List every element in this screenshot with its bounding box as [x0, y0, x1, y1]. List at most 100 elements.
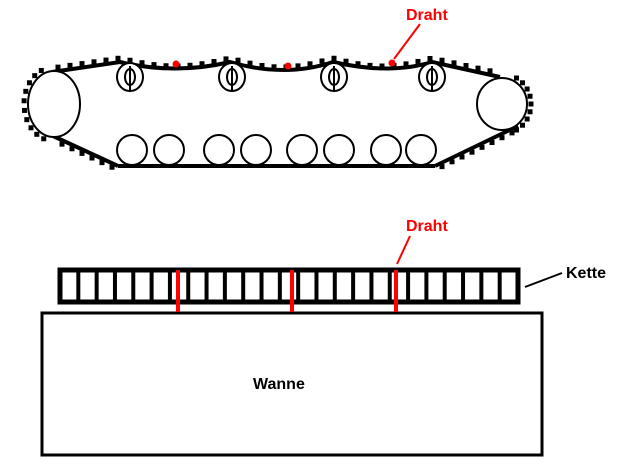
- track-tooth: [295, 63, 301, 69]
- track-tooth: [21, 98, 27, 104]
- track-lower-run-left: [52, 134, 119, 168]
- track-tooth: [247, 60, 253, 66]
- track-tooth: [67, 62, 73, 68]
- wire: [176, 270, 180, 312]
- track-upper-run: [51, 59, 501, 79]
- track-tooth: [451, 60, 457, 66]
- road-wheel: [153, 134, 185, 166]
- track-tooth: [79, 61, 85, 67]
- road-wheel: [240, 134, 272, 166]
- road-wheels: [116, 134, 437, 166]
- return-rollers: [116, 62, 446, 92]
- track-tooth: [79, 150, 85, 156]
- track-tooth: [527, 109, 533, 115]
- track-tooth: [28, 125, 34, 131]
- track-tooth: [520, 122, 526, 128]
- chain-label-leader: [524, 272, 563, 288]
- track-tooth: [463, 63, 469, 68]
- track-tooth: [55, 64, 61, 70]
- track-tooth: [427, 56, 433, 62]
- road-wheel: [370, 134, 402, 166]
- track-tooth: [89, 155, 95, 161]
- track-tooth: [524, 86, 530, 92]
- track-tooth: [514, 127, 519, 133]
- track-tooth: [524, 116, 530, 122]
- track-tooth: [115, 55, 121, 61]
- track-tooth: [151, 62, 157, 68]
- wire: [394, 270, 398, 312]
- track-tooth: [163, 63, 169, 69]
- track-tooth: [528, 101, 534, 107]
- track-tooth: [499, 135, 505, 141]
- track-tooth: [439, 164, 445, 170]
- road-wheel: [203, 134, 235, 166]
- track-tooth: [487, 68, 493, 74]
- road-wheel: [286, 134, 318, 166]
- top-view: Wanne Draht Kette: [40, 218, 606, 457]
- track-tooth: [469, 149, 475, 155]
- track-tooth: [355, 61, 361, 67]
- track-tooth: [34, 131, 40, 137]
- track-tooth: [139, 60, 145, 66]
- track-tooth: [459, 154, 465, 160]
- wire-label-leader: [393, 23, 421, 60]
- wire-label-top: Draht: [406, 218, 448, 235]
- track-tooth: [307, 61, 313, 67]
- track-tooth: [271, 64, 277, 70]
- track-tooth: [199, 61, 205, 67]
- track-tooth: [21, 107, 27, 113]
- wire-marker: [388, 59, 396, 67]
- track-tooth: [479, 144, 485, 150]
- hull-rectangle: [40, 311, 544, 457]
- track-tooth: [103, 57, 109, 63]
- track-tooth: [69, 146, 75, 152]
- track-tooth: [59, 141, 65, 147]
- hull-label: Wanne: [253, 376, 305, 393]
- track-teeth: [21, 55, 534, 170]
- track-tooth: [514, 75, 519, 81]
- track-tooth: [211, 59, 217, 65]
- track-tooth: [223, 56, 229, 62]
- wire-marker: [172, 60, 180, 68]
- track-tooth: [449, 159, 455, 165]
- track-lower-run-right: [434, 124, 519, 168]
- track-tooth: [26, 80, 32, 86]
- track-tooth: [331, 55, 337, 61]
- track-tooth: [527, 93, 533, 99]
- track-tooth: [99, 160, 105, 166]
- track-tooth: [415, 58, 421, 64]
- track-tooth: [509, 130, 515, 136]
- idler-wheel-right: [476, 77, 528, 131]
- track-tooth: [23, 88, 29, 94]
- wire-label-side: Draht: [406, 7, 448, 24]
- track-tooth: [367, 62, 373, 68]
- wire-label-leader: [396, 235, 411, 265]
- side-view: Draht: [21, 7, 534, 170]
- track-tooth: [343, 58, 349, 64]
- track-tooth: [24, 117, 30, 123]
- track-tooth: [91, 59, 97, 65]
- track-tooth: [41, 136, 47, 142]
- track-tooth: [127, 57, 133, 63]
- drive-sprocket-left: [27, 70, 81, 138]
- road-wheel: [116, 134, 148, 166]
- track-tooth: [38, 67, 44, 73]
- track-tooth: [379, 63, 385, 69]
- track-tooth: [475, 65, 481, 71]
- chain-links: [76, 270, 502, 302]
- track-tooth: [439, 57, 445, 63]
- track-tooth: [403, 61, 409, 67]
- road-wheel: [405, 134, 437, 166]
- track-tooth: [489, 140, 495, 146]
- track-tooth: [187, 62, 193, 68]
- wire-marker: [284, 62, 292, 70]
- chain-label: Kette: [566, 265, 606, 282]
- wire: [290, 270, 294, 312]
- track-tooth: [109, 164, 115, 170]
- track-tooth: [319, 58, 325, 64]
- chain-outline: [57, 267, 521, 305]
- track-tooth: [259, 62, 265, 68]
- track-tooth: [235, 57, 241, 63]
- track-tooth: [520, 80, 526, 86]
